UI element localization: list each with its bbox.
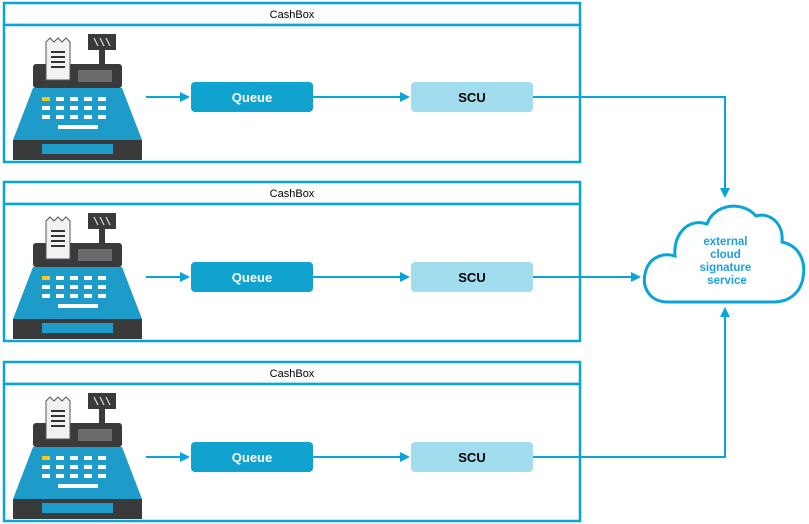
connector-scu3-to-cloud — [533, 307, 730, 458]
cashbox-group-2: CashBox Queue SCU — [2, 180, 582, 343]
cash-register-icon — [13, 213, 142, 339]
cloud-label-line-4: service — [707, 275, 747, 287]
cashbox-title: CashBox — [270, 188, 315, 200]
scu-box[interactable] — [411, 262, 533, 292]
cashbox-title: CashBox — [270, 368, 315, 380]
cloud-label-line-1: external — [703, 236, 747, 248]
queue-box[interactable] — [191, 442, 313, 472]
cashbox-title: CashBox — [270, 9, 315, 21]
connector-scu1-to-cloud — [533, 96, 730, 198]
cash-register-icon — [13, 393, 142, 519]
cash-register-icon — [13, 34, 142, 160]
cashbox-group-1: CashBox Queue SCU — [2, 1, 582, 164]
queue-label: Queue — [232, 450, 272, 465]
queue-label: Queue — [232, 270, 272, 285]
queue-box[interactable] — [191, 82, 313, 112]
cloud-icon: external cloud signature service — [642, 204, 806, 304]
queue-box[interactable] — [191, 262, 313, 292]
cloud-shape — [642, 204, 806, 304]
scu-label: SCU — [458, 270, 485, 285]
scu-label: SCU — [458, 450, 485, 465]
cashbox-group-3: CashBox Queue SCU — [2, 360, 582, 523]
cloud-label-line-3: signature — [700, 262, 752, 274]
cloud-label: external cloud signature service — [700, 236, 755, 287]
scu-label: SCU — [458, 90, 485, 105]
scu-box[interactable] — [411, 442, 533, 472]
queue-label: Queue — [232, 90, 272, 105]
scu-box[interactable] — [411, 82, 533, 112]
cloud-label-line-2: cloud — [710, 249, 741, 261]
